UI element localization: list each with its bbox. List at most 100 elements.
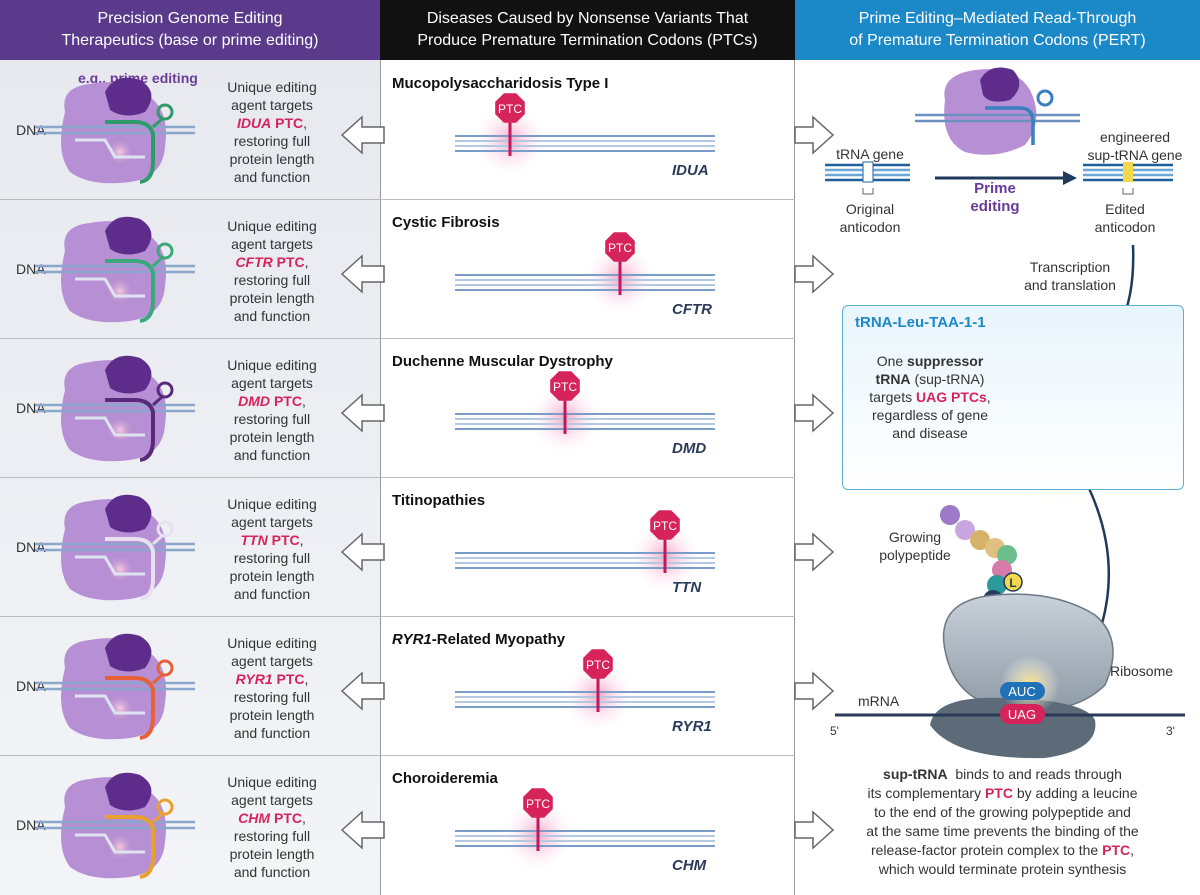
sup-trna-bold: sup-tRNA [883, 766, 948, 782]
ptc-badge-text: PTC [608, 241, 632, 255]
edit-line5: protein length [229, 151, 315, 167]
dna-strand-flap [75, 694, 145, 715]
target-gene: CHM [238, 810, 271, 826]
edit-site-glow [104, 553, 136, 585]
editing-agent-text: Unique editing agent targets RYR1 PTC, r… [212, 634, 332, 742]
right-arrow-icon [794, 532, 835, 572]
edit-site-glow [104, 692, 136, 724]
pegrna-loop [156, 103, 174, 121]
amino-acid-bead [955, 520, 975, 540]
disease-name: -Related Myopathy [431, 631, 566, 648]
dna-strand-flap [75, 555, 145, 576]
pegrna-loop [1036, 89, 1054, 107]
editing-text: editing [970, 198, 1020, 215]
edit-line6: and function [233, 169, 311, 185]
editing-agent-text: Unique editing agent targets CFTR PTC, r… [212, 217, 332, 325]
edit-site-glow [104, 136, 136, 168]
original-anticodon-box [862, 161, 874, 183]
mrna-3prime: 3' [1166, 724, 1175, 738]
mrna-label: mRNA [858, 693, 900, 709]
ptc-stop-sign [550, 371, 580, 401]
editing-agent-text: Unique editing agent targets TTN PTC, re… [212, 495, 332, 603]
growing-text: Growing [888, 529, 942, 545]
amino-acid-bead [940, 505, 960, 525]
dna-strand-flap [75, 416, 145, 437]
and-translation-text: and translation [1024, 277, 1116, 293]
comma: , [303, 115, 307, 131]
row-divider [0, 755, 795, 756]
row-divider [0, 477, 795, 478]
pegrna-strand [985, 106, 1035, 145]
dna-strand-flap [75, 277, 145, 298]
engineered-text: engineered [1099, 129, 1171, 145]
row-divider [0, 616, 795, 617]
guide-rna-lobe [105, 216, 152, 255]
edit-line4: restoring full [233, 689, 311, 705]
ptc-badge-text: PTC [526, 797, 550, 811]
edited-bracket [1122, 188, 1134, 195]
callout-title: tRNA-Leu-TAA-1-1 [855, 314, 986, 331]
gene-diagram: PTC [455, 649, 715, 734]
disease-title: Cystic Fibrosis [392, 214, 500, 231]
editing-complex [35, 216, 195, 323]
added-leucine-bead [1003, 572, 1023, 592]
pegrna-strand [105, 537, 155, 601]
ribosome-auc-pill [1000, 682, 1045, 700]
edit-line6: and function [233, 725, 311, 741]
left-arrow-icon [340, 393, 385, 433]
header-middle-line1: Diseases Caused by Nonsense Variants Tha… [426, 10, 749, 27]
original-bracket [862, 188, 874, 195]
left-arrow-icon [340, 532, 385, 572]
gene-label: CHM [672, 857, 707, 874]
gene-label: DMD [672, 440, 707, 457]
ptc-word: PTC [275, 115, 304, 131]
gene-label: RYR1 [672, 718, 712, 735]
edited-text: Edited [1105, 201, 1145, 217]
guide-rna-lobe [105, 77, 152, 116]
left-arrow-shape [340, 810, 385, 850]
prime-text: Prime [974, 180, 1016, 197]
disease-name: Mucopolysaccharidosis Type I [392, 75, 609, 92]
right-arrow-shape [794, 532, 835, 572]
comma: , [304, 254, 309, 270]
gene-diagram: PTC [455, 510, 715, 595]
pegrna-stem [151, 533, 165, 546]
ptc-badge-text: PTC [553, 380, 577, 394]
edit-line1: Unique editing [227, 635, 317, 651]
uag-ptcs-text: UAG PTCs [916, 389, 987, 405]
disease-title: RYR1-Related Myopathy [392, 631, 565, 648]
target-gene: IDUA [236, 115, 272, 131]
editing-complex [35, 355, 195, 462]
left-arrow-icon [340, 115, 385, 155]
uag-codon-pill [1000, 704, 1045, 724]
pegrna-stem [151, 811, 165, 824]
dna-strand-flap [75, 138, 145, 159]
comma: , [299, 532, 304, 548]
editing-complex [35, 77, 195, 184]
prime-editor-lobe [980, 67, 1020, 102]
edit-line2: agent targets [231, 653, 313, 669]
pegrna-loop [156, 242, 174, 260]
example-label: e.g., prime editing [78, 70, 198, 86]
edit-line6: and function [233, 586, 311, 602]
editing-agent-text: Unique editing agent targets IDUA PTC, r… [212, 78, 332, 186]
row-divider [0, 338, 795, 339]
target-gene: DMD [238, 393, 271, 409]
polypeptide-text: polypeptide [879, 547, 951, 563]
left-arrow-shape [340, 254, 385, 294]
header-middle: Diseases Caused by Nonsense Variants Tha… [380, 0, 795, 60]
b6-text: which would terminate protein synthesis [878, 861, 1127, 877]
one-text: One [876, 353, 904, 369]
growing-polypeptide-label: Growing polypeptide [870, 528, 960, 564]
ptc-stop-sign [495, 93, 525, 123]
amino-acid-bead [987, 575, 1007, 595]
targets-text: targets [869, 389, 913, 405]
ptc-stop-sign [583, 649, 613, 679]
pegrna-loop [156, 798, 174, 816]
b1-text: binds to and reads through [955, 766, 1122, 782]
ptc-word: PTC [271, 532, 300, 548]
editing-agent-text: Unique editing agent targets CHM PTC, re… [212, 773, 332, 881]
